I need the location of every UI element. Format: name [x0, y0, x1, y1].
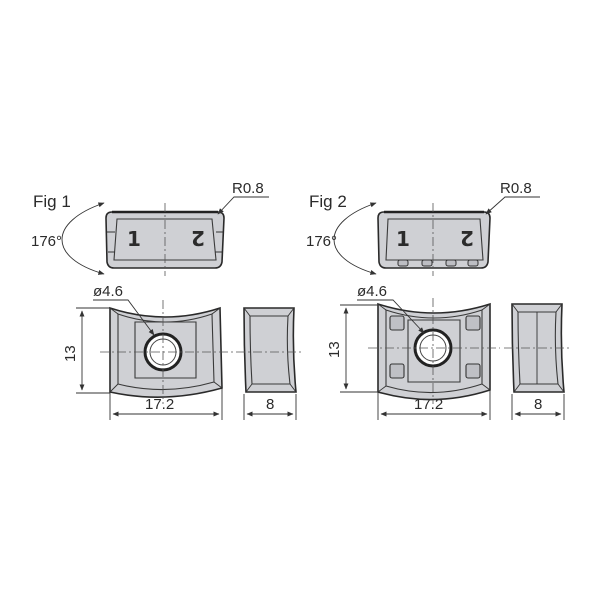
figure-2: Fig 2 176° 1 2 R0.8	[306, 180, 572, 420]
figure-1-top-view: 1 2	[105, 203, 225, 276]
figure-2-title: Fig 2	[309, 192, 347, 211]
figure-2-width-label: 8	[534, 396, 542, 413]
figure-2-radius-label: R0.8	[500, 180, 532, 197]
figure-1-top-land	[113, 218, 217, 261]
figure-2-top-land	[385, 218, 484, 261]
figure-1-edge-number-1: 1	[127, 227, 141, 251]
figure-2-angle-label: 176°	[306, 233, 337, 250]
figure-2-edge-number-2: 2	[460, 226, 474, 250]
figure-1: Fig 1 176° 1 2 R0.8	[31, 180, 304, 420]
figure-1-hole-leader	[93, 299, 155, 336]
figure-1-radius-leader	[217, 196, 269, 215]
figure-1-angle-arc	[61, 202, 105, 275]
figure-1-angle-label: 176°	[31, 233, 62, 250]
figure-1-radius-label: R0.8	[232, 180, 264, 197]
figure-2-side-view	[504, 303, 572, 393]
figure-2-angle-arc	[333, 202, 377, 275]
figure-2-height-label: 13	[326, 341, 343, 358]
figure-2-top-view: 1 2	[377, 203, 491, 276]
figure-2-hole-pocket	[407, 319, 461, 383]
figure-2-edge-number-1: 1	[396, 227, 410, 251]
figure-1-edge-number-2: 2	[191, 226, 205, 250]
figure-1-front-view	[100, 300, 236, 404]
figure-1-length-label: 17.2	[145, 396, 174, 413]
figure-1-title: Fig 1	[33, 192, 71, 211]
figure-1-hole-pocket	[134, 321, 197, 379]
figure-1-side-view	[236, 307, 304, 393]
figure-2-length-label: 17.2	[414, 396, 443, 413]
figure-2-front-view	[368, 298, 500, 404]
figure-2-hole-leader	[357, 299, 425, 334]
figure-2-radius-leader	[485, 196, 540, 215]
figure-1-hole-label: ø4.6	[93, 283, 123, 300]
figure-1-height-label: 13	[62, 345, 79, 362]
figure-2-top-body	[377, 211, 491, 269]
figure-1-width-label: 8	[266, 396, 274, 413]
figure-2-hole-label: ø4.6	[357, 283, 387, 300]
